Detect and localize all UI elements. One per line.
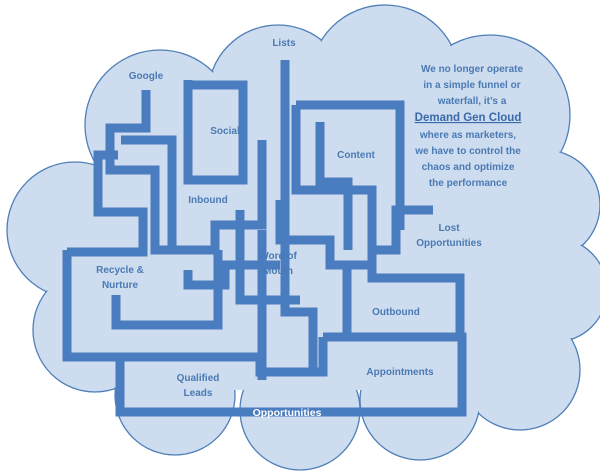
label-lists: Lists [272, 38, 296, 49]
note-line-1: We no longer operate [421, 64, 523, 75]
maze-path-bottom-frame [115, 332, 467, 417]
label-lost-line2: Opportunities [416, 238, 482, 249]
maze-path-recycle-top [67, 150, 148, 257]
label-lost-line1: Lost [438, 223, 460, 234]
label-word-of-mouth-line2: Mouth [263, 266, 293, 277]
maze-path-lists [280, 60, 318, 372]
label-word-of-mouth-line1: Word of [259, 251, 297, 262]
label-recycle-line1: Recycle & [96, 265, 144, 276]
cloud-shape [6, 4, 600, 471]
label-opportunities: Opportunities [253, 407, 322, 419]
label-inbound: Inbound [188, 195, 227, 206]
label-content: Content [337, 150, 375, 161]
maze-path-content-inner [315, 122, 353, 250]
label-google: Google [129, 71, 164, 82]
channel-labels: Lists Google Social Content Inbound Lost… [96, 38, 482, 419]
label-outbound: Outbound [372, 307, 420, 318]
note-line-3: waterfall, it’s a [437, 96, 507, 107]
note-line-7: chaos and optimize [422, 162, 515, 173]
note-highlight: Demand Gen Cloud [415, 112, 522, 124]
note-line-5: where as marketers, [419, 130, 516, 141]
cloud-note: We no longer operate in a simple funnel … [414, 64, 523, 189]
note-line-8: the performance [429, 178, 508, 189]
maze-paths [62, 60, 467, 417]
maze-path-inbound [121, 135, 267, 255]
label-qualified-line2: Leads [184, 388, 213, 399]
label-social: Social [210, 126, 240, 137]
label-appointments: Appointments [366, 367, 434, 378]
note-line-2: in a simple funnel or [423, 80, 520, 91]
maze-path-content-top [296, 100, 405, 230]
maze-path-word [235, 210, 300, 305]
maze-path-word-mouth [275, 200, 372, 270]
maze-path-google [105, 90, 188, 255]
label-recycle-line2: Nurture [102, 280, 139, 291]
note-line-6: we have to control the [414, 146, 521, 157]
maze-path-social [183, 80, 248, 185]
label-qualified-line1: Qualified [177, 373, 220, 384]
